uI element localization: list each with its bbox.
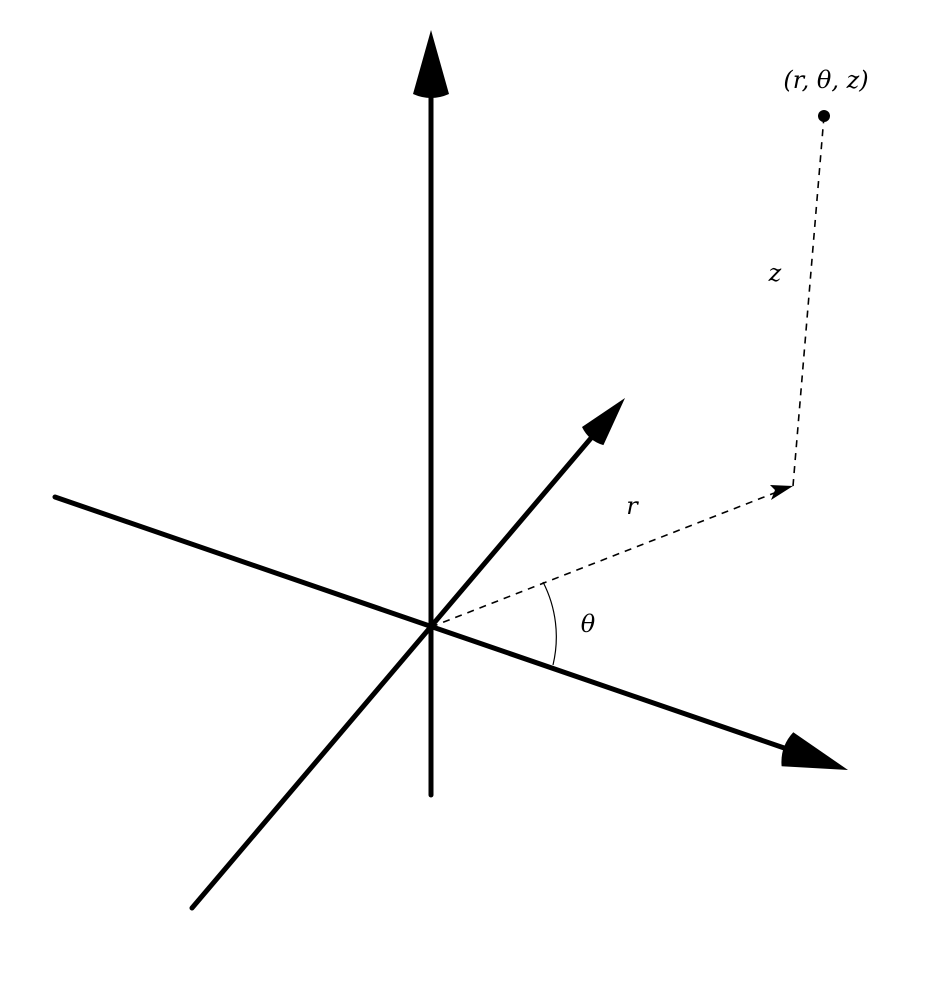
point-label: (r, θ, z) — [783, 66, 868, 94]
z-axis — [413, 30, 449, 798]
radius-segment — [430, 485, 793, 628]
x-axis — [52, 494, 854, 788]
height-label: z — [768, 259, 782, 287]
angle-arc — [542, 581, 557, 666]
z-axis-arrowhead-icon — [413, 30, 449, 98]
x-axis-arrowhead-icon — [777, 730, 854, 788]
y-axis — [189, 388, 636, 911]
radius-label: r — [626, 492, 639, 520]
angle-label: θ — [581, 610, 596, 638]
point-marker — [818, 110, 830, 122]
height-segment — [792, 115, 825, 487]
radius-arrowhead-icon — [770, 485, 793, 500]
